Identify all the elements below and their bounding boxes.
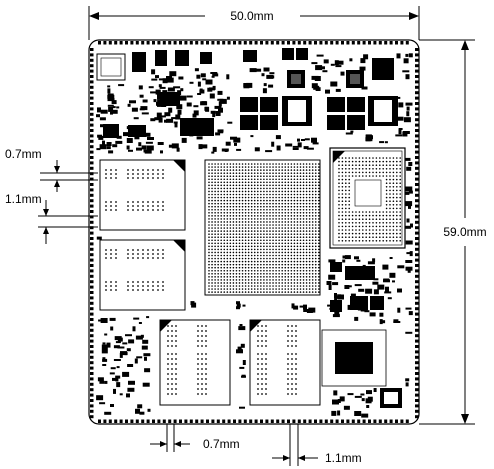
bottom-pitch-label: 0.7mm [203, 437, 240, 451]
bottom-spacing-dimension: 1.1mm [272, 424, 362, 466]
left-spacing-dimension: 1.1mm [5, 192, 98, 244]
power-components [240, 48, 398, 130]
memory-chip-left-top [99, 159, 186, 231]
width-label: 50.0mm [230, 9, 273, 23]
left-pitch-dimension: 0.7mm [5, 147, 98, 192]
memory-chip-bottom-left [159, 319, 231, 406]
left-spacing-label: 1.1mm [5, 192, 42, 206]
bottom-spacing-label: 1.1mm [325, 451, 362, 465]
height-dimension: 59.0mm [419, 39, 487, 425]
main-processor-bga [204, 159, 321, 296]
width-dimension: 50.0mm [88, 6, 420, 40]
height-label: 59.0mm [443, 225, 486, 239]
right-mid-components [330, 262, 384, 312]
memory-chip-bottom-right [249, 319, 321, 406]
qfn-chip [321, 329, 402, 408]
secondary-bga-chip [329, 147, 406, 249]
bottom-pitch-dimension: 0.7mm [150, 424, 240, 452]
top-left-components [96, 50, 214, 138]
memory-chip-left-bottom [99, 239, 186, 311]
edge-pads [90, 41, 419, 423]
left-pitch-label: 0.7mm [5, 147, 42, 161]
